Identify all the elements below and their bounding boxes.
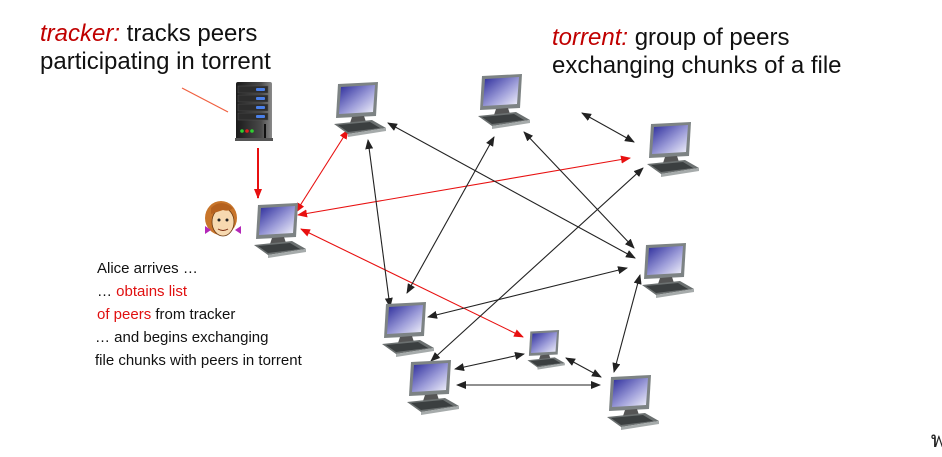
connection-links bbox=[254, 112, 644, 389]
connection-arrow-p6-p7 bbox=[454, 352, 525, 371]
alice-line2-prefix: … bbox=[97, 283, 117, 300]
peer-computer-icon bbox=[478, 74, 530, 129]
connection-arrow-alice-p3 bbox=[297, 155, 631, 218]
connection-arrow-alice-p1 bbox=[295, 129, 349, 213]
connection-arrow-p1-p4 bbox=[387, 122, 636, 259]
alice-line2-highlight: obtains list bbox=[116, 283, 188, 300]
tracker-pointer-line bbox=[181, 87, 229, 113]
alice-avatar-icon bbox=[205, 201, 241, 237]
alice-line4: … and begins exchanging bbox=[95, 329, 269, 346]
torrent-keyword: torrent: bbox=[552, 24, 629, 51]
peer-computer-icon bbox=[334, 82, 386, 137]
connection-arrow-p4-p8 bbox=[612, 274, 642, 373]
peer-computer-icon bbox=[382, 302, 434, 357]
peer-computer-icon bbox=[254, 203, 306, 258]
connection-arrow-p2-p5 bbox=[406, 136, 495, 294]
tracker-caption: tracker: tracks peers participating in t… bbox=[40, 20, 271, 76]
peer-computer-icon bbox=[642, 243, 694, 298]
connection-arrow-p5-p4 bbox=[427, 266, 628, 319]
connection-arrow-p2-p3 bbox=[581, 112, 635, 143]
torrent-caption: torrent: group of peers exchanging chunk… bbox=[552, 24, 842, 80]
alice-caption: Alice arrives … … obtains list of peers … bbox=[95, 257, 302, 372]
peer-computer-icon bbox=[647, 122, 699, 177]
connection-arrow-p1-p5 bbox=[365, 139, 393, 308]
connection-arrow-p7-p8 bbox=[565, 357, 602, 378]
tracker-caption-line2: participating in torrent bbox=[40, 48, 271, 75]
alice-line5: file chunks with peers in torrent bbox=[95, 352, 302, 369]
connection-arrow-p3-p6 bbox=[430, 167, 644, 362]
peer-computer-icon bbox=[607, 375, 659, 430]
alice-line3-highlight: of peers bbox=[97, 306, 152, 323]
tracker-caption-rest: tracks peers bbox=[120, 20, 258, 47]
torrent-caption-line2: exchanging chunks of a file bbox=[552, 52, 842, 79]
connection-arrow-p2-p4 bbox=[523, 131, 635, 249]
torrent-caption-rest: group of peers bbox=[628, 24, 790, 51]
peer-computer-icon bbox=[407, 360, 459, 415]
tracker-keyword: tracker: bbox=[40, 20, 121, 47]
tracker-server-icon bbox=[235, 82, 273, 141]
corner-glyph: ฟ bbox=[930, 427, 942, 452]
alice-line1: Alice arrives … bbox=[97, 260, 198, 277]
peer-computer-icon bbox=[527, 330, 565, 370]
alice-line3-rest: from tracker bbox=[151, 306, 236, 323]
network-diagram bbox=[181, 74, 699, 430]
